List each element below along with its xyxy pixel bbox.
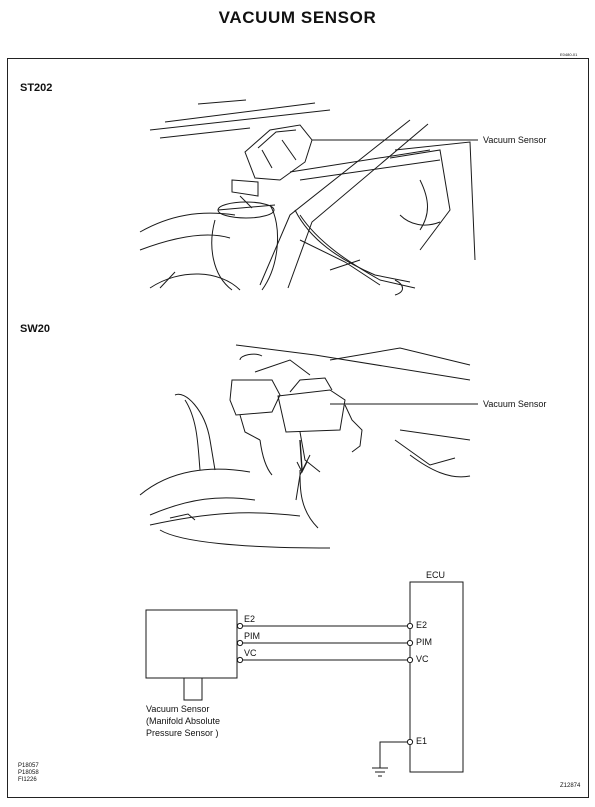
sensor-caption-line-3: Pressure Sensor ): [146, 728, 219, 738]
sensor-box: [145, 609, 238, 679]
section-label-sw20: SW20: [20, 323, 50, 335]
figure-ref-3: FI1226: [18, 777, 37, 783]
ecu-box: [409, 581, 464, 773]
figure-ref-1: P18057: [18, 763, 39, 769]
page-code: E0480-01: [560, 52, 578, 57]
ecu-pin-e1: E1: [416, 736, 428, 746]
sensor-caption-line-2: (Manifold Absolute: [146, 716, 221, 726]
sensor-pin-e2: E2: [244, 614, 256, 624]
st202-callout-label: Vacuum Sensor: [483, 135, 547, 145]
ecu-label: ECU: [426, 570, 446, 580]
st202-illustration: [139, 99, 476, 296]
sensor-connector-tab: [183, 678, 203, 701]
page-title: VACUUM SENSOR: [218, 8, 377, 27]
sw20-callout-label: Vacuum Sensor: [483, 399, 547, 409]
ecu-pin-e2: E2: [416, 620, 428, 630]
sensor-pin-pim: PIM: [244, 631, 261, 641]
section-label-st202: ST202: [20, 82, 53, 94]
sw20-illustration: [139, 344, 471, 549]
sensor-pin-vc: VC: [244, 648, 257, 658]
drawing-code: Z12874: [560, 783, 581, 789]
ecu-pin-pim: PIM: [416, 637, 433, 647]
figure-ref-2: P18058: [18, 770, 39, 776]
sensor-caption-line-1: Vacuum Sensor: [146, 704, 210, 714]
diagram-frame: [7, 58, 589, 798]
ecu-pin-vc: VC: [416, 654, 429, 664]
